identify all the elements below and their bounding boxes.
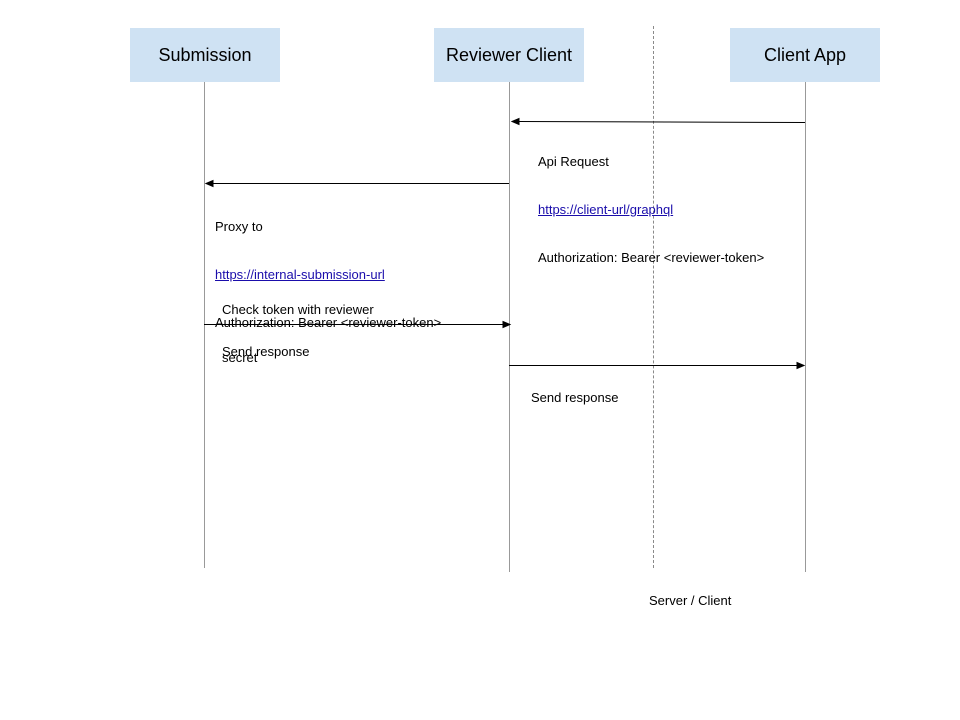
api-request-url-link[interactable]: https://client-url/graphql	[538, 202, 674, 217]
api-request-label: Api Request https://client-url/graphql A…	[538, 122, 764, 298]
participant-reviewer-client-label: Reviewer Client	[445, 44, 573, 65]
lifeline-client-app	[805, 82, 806, 572]
check-token-line1: Check token with reviewer	[222, 302, 374, 317]
participant-client-app: Client App	[730, 28, 880, 82]
proxy-title: Proxy to	[215, 219, 263, 234]
server-client-divider	[653, 26, 654, 568]
send-response-reviewer-label: Send response	[531, 390, 619, 405]
arrow-api-request-line	[517, 121, 806, 123]
check-token-label: Check token with reviewer secret	[222, 270, 374, 398]
arrow-response-submission-head	[502, 320, 512, 329]
check-token-line2: secret	[222, 350, 258, 365]
api-request-title: Api Request	[538, 154, 609, 169]
arrow-api-request-head	[510, 117, 520, 126]
api-request-auth: Authorization: Bearer <reviewer-token>	[538, 250, 765, 265]
proxy-auth: Authorization: Bearer <reviewer-token>	[215, 315, 442, 330]
proxy-url-link[interactable]: https://internal-submission-url	[215, 267, 385, 282]
participant-reviewer-client: Reviewer Client	[434, 28, 584, 82]
participant-client-app-label: Client App	[763, 44, 847, 65]
arrow-proxy-head	[204, 179, 214, 188]
arrow-response-reviewer-head	[796, 361, 806, 370]
proxy-label: Proxy to https://internal-submission-url…	[215, 187, 441, 363]
participant-submission-label: Submission	[158, 44, 252, 65]
lifeline-reviewer-client	[509, 82, 510, 572]
send-response-submission-label: Send response	[222, 344, 310, 359]
participant-submission: Submission	[130, 28, 280, 82]
server-client-label: Server / Client	[649, 593, 732, 608]
